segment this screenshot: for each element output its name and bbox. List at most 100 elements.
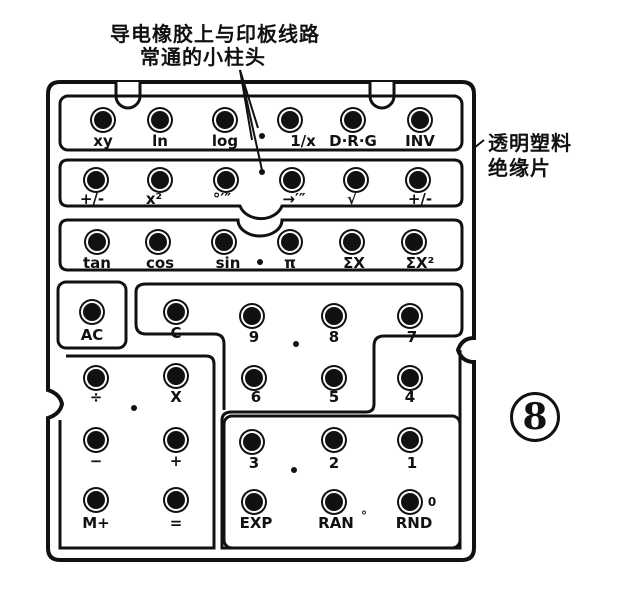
mid-block-left bbox=[134, 282, 226, 410]
key-label-plus: + bbox=[169, 452, 183, 470]
key-label-log: log bbox=[211, 132, 239, 150]
key-contact bbox=[216, 111, 234, 129]
key-label-ln: ln bbox=[152, 132, 168, 150]
key-label-rnd: RND bbox=[395, 514, 433, 532]
row1-strip bbox=[58, 94, 464, 152]
key-contact bbox=[343, 233, 361, 251]
key-label-7: 7 bbox=[406, 328, 418, 346]
key-contact bbox=[87, 431, 105, 449]
extra-mark-rnd: 0 bbox=[427, 495, 437, 509]
key-contact bbox=[87, 369, 105, 387]
key-label-sign: +/- bbox=[79, 190, 105, 208]
key-contact bbox=[167, 491, 185, 509]
key-contact bbox=[217, 171, 235, 189]
key-label-8: 8 bbox=[328, 328, 340, 346]
key-contact bbox=[94, 111, 112, 129]
leader-line-2 bbox=[239, 69, 259, 129]
key-contact bbox=[401, 431, 419, 449]
key-label-c: C bbox=[170, 324, 182, 342]
key-contact bbox=[405, 233, 423, 251]
key-label-exp: EXP bbox=[239, 514, 273, 532]
side-leader-line bbox=[473, 139, 485, 149]
key-label-3: 3 bbox=[248, 454, 260, 472]
key-contact bbox=[347, 171, 365, 189]
key-label-4: 4 bbox=[404, 388, 416, 406]
key-contact bbox=[283, 171, 301, 189]
key-contact bbox=[87, 491, 105, 509]
key-contact bbox=[281, 111, 299, 129]
mid-block bbox=[146, 282, 464, 550]
key-contact bbox=[243, 307, 261, 325]
key-label-sum-x2: ΣX² bbox=[405, 254, 435, 272]
row3-strip bbox=[58, 218, 464, 272]
key-contact bbox=[325, 369, 343, 387]
key-contact bbox=[325, 493, 343, 511]
key-label-equals: = bbox=[169, 514, 183, 532]
key-label-9: 9 bbox=[248, 328, 260, 346]
key-label-tan: tan bbox=[83, 254, 111, 272]
key-label-m-plus: M+ bbox=[82, 514, 110, 532]
contact-dot bbox=[259, 169, 265, 175]
key-contact bbox=[151, 171, 169, 189]
key-contact bbox=[167, 367, 185, 385]
key-contact bbox=[281, 233, 299, 251]
contact-dot bbox=[293, 341, 299, 347]
callout-side-line2: 绝缘片 bbox=[488, 156, 551, 180]
key-label-ac: AC bbox=[80, 326, 104, 344]
key-contact bbox=[325, 307, 343, 325]
key-contact bbox=[243, 433, 261, 451]
contact-dot bbox=[257, 259, 263, 265]
left-lower-box bbox=[58, 354, 216, 550]
key-contact bbox=[149, 233, 167, 251]
key-contact bbox=[245, 493, 263, 511]
extra-mark-ran: ° bbox=[361, 509, 367, 523]
key-label-2: 2 bbox=[328, 454, 340, 472]
key-contact bbox=[151, 111, 169, 129]
contact-dot bbox=[259, 133, 265, 139]
key-label-drg: D·R·G bbox=[329, 132, 377, 150]
key-label-inv: INV bbox=[405, 132, 435, 150]
key-label-cos: cos bbox=[145, 254, 175, 272]
key-contact bbox=[401, 307, 419, 325]
key-label-dms: °′″ bbox=[212, 190, 232, 208]
right-lower-box bbox=[222, 414, 462, 550]
key-contact bbox=[245, 369, 263, 387]
callout-top-line1: 导电橡胶上与印板线路 bbox=[110, 22, 320, 46]
leader-line-3 bbox=[239, 69, 253, 141]
key-contact bbox=[411, 111, 429, 129]
key-contact bbox=[401, 493, 419, 511]
board-outline bbox=[46, 80, 476, 562]
key-label-xy: xy bbox=[93, 132, 113, 150]
key-contact bbox=[87, 171, 105, 189]
key-contact bbox=[167, 431, 185, 449]
key-label-to-dms: →′″ bbox=[282, 190, 306, 208]
key-contact bbox=[409, 171, 427, 189]
key-label-ran: RAN bbox=[318, 514, 354, 532]
contact-dot bbox=[291, 467, 297, 473]
ac-box bbox=[56, 280, 128, 350]
key-label-multiply: X bbox=[170, 388, 182, 406]
key-label-6: 6 bbox=[250, 388, 262, 406]
key-label-square: x² bbox=[145, 190, 163, 208]
key-contact bbox=[344, 111, 362, 129]
key-contact bbox=[401, 369, 419, 387]
key-contact bbox=[325, 431, 343, 449]
key-label-1: 1 bbox=[406, 454, 418, 472]
row2-strip bbox=[58, 158, 464, 221]
key-contact bbox=[88, 233, 106, 251]
key-contact bbox=[215, 233, 233, 251]
key-label-pi: π bbox=[284, 254, 296, 272]
key-label-sin: sin bbox=[215, 254, 241, 272]
callout-top-line2: 常通的小柱头 bbox=[140, 45, 266, 69]
key-label-reciprocal: 1/x bbox=[290, 132, 316, 150]
callout-side-line1: 透明塑料 bbox=[488, 131, 572, 155]
contact-dot bbox=[131, 405, 137, 411]
key-contact bbox=[83, 303, 101, 321]
key-label-5: 5 bbox=[328, 388, 340, 406]
key-label-divide: ÷ bbox=[89, 388, 103, 406]
key-contact bbox=[167, 303, 185, 321]
key-label-sum-x: ΣX bbox=[343, 254, 365, 272]
key-label-minus: − bbox=[89, 452, 103, 470]
